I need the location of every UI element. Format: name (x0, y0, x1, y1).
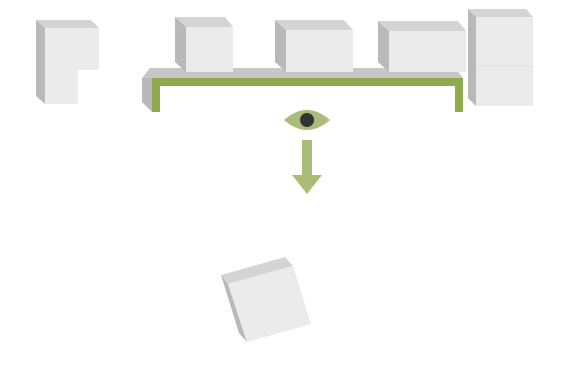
tilted-cube-top (221, 257, 293, 284)
arrow-head (292, 175, 322, 194)
block-small-cube (175, 17, 233, 72)
arrow-shaft (302, 140, 312, 176)
block-3-top (378, 21, 466, 31)
tilted-cube-side (221, 275, 247, 342)
arrow-down-icon (292, 140, 322, 194)
l-shaped-block (36, 20, 99, 104)
l-block-side (36, 20, 45, 104)
eye-icon (284, 110, 330, 130)
block-2-front (286, 30, 353, 72)
shelf-left-end (142, 78, 152, 112)
block-2-side (275, 20, 286, 72)
block-3-front (389, 31, 466, 72)
tilted-cube-front (228, 266, 311, 342)
block-3-side (378, 21, 389, 72)
tall-block-top (468, 9, 533, 17)
block-1-front (186, 27, 233, 72)
l-block-top (36, 20, 99, 28)
shelf-green-bracket (152, 78, 463, 112)
shelf (142, 68, 463, 112)
block-2-top (275, 20, 353, 30)
block-medium (275, 20, 353, 72)
tilted-cube (221, 257, 311, 342)
tall-block-front (476, 17, 533, 106)
tall-block-side (468, 9, 476, 106)
block-1-top (175, 17, 233, 27)
block-1-side (175, 17, 186, 72)
tall-block (468, 9, 533, 106)
eye-pupil (300, 113, 314, 127)
block-wide (378, 21, 466, 72)
l-block-front (45, 28, 99, 104)
